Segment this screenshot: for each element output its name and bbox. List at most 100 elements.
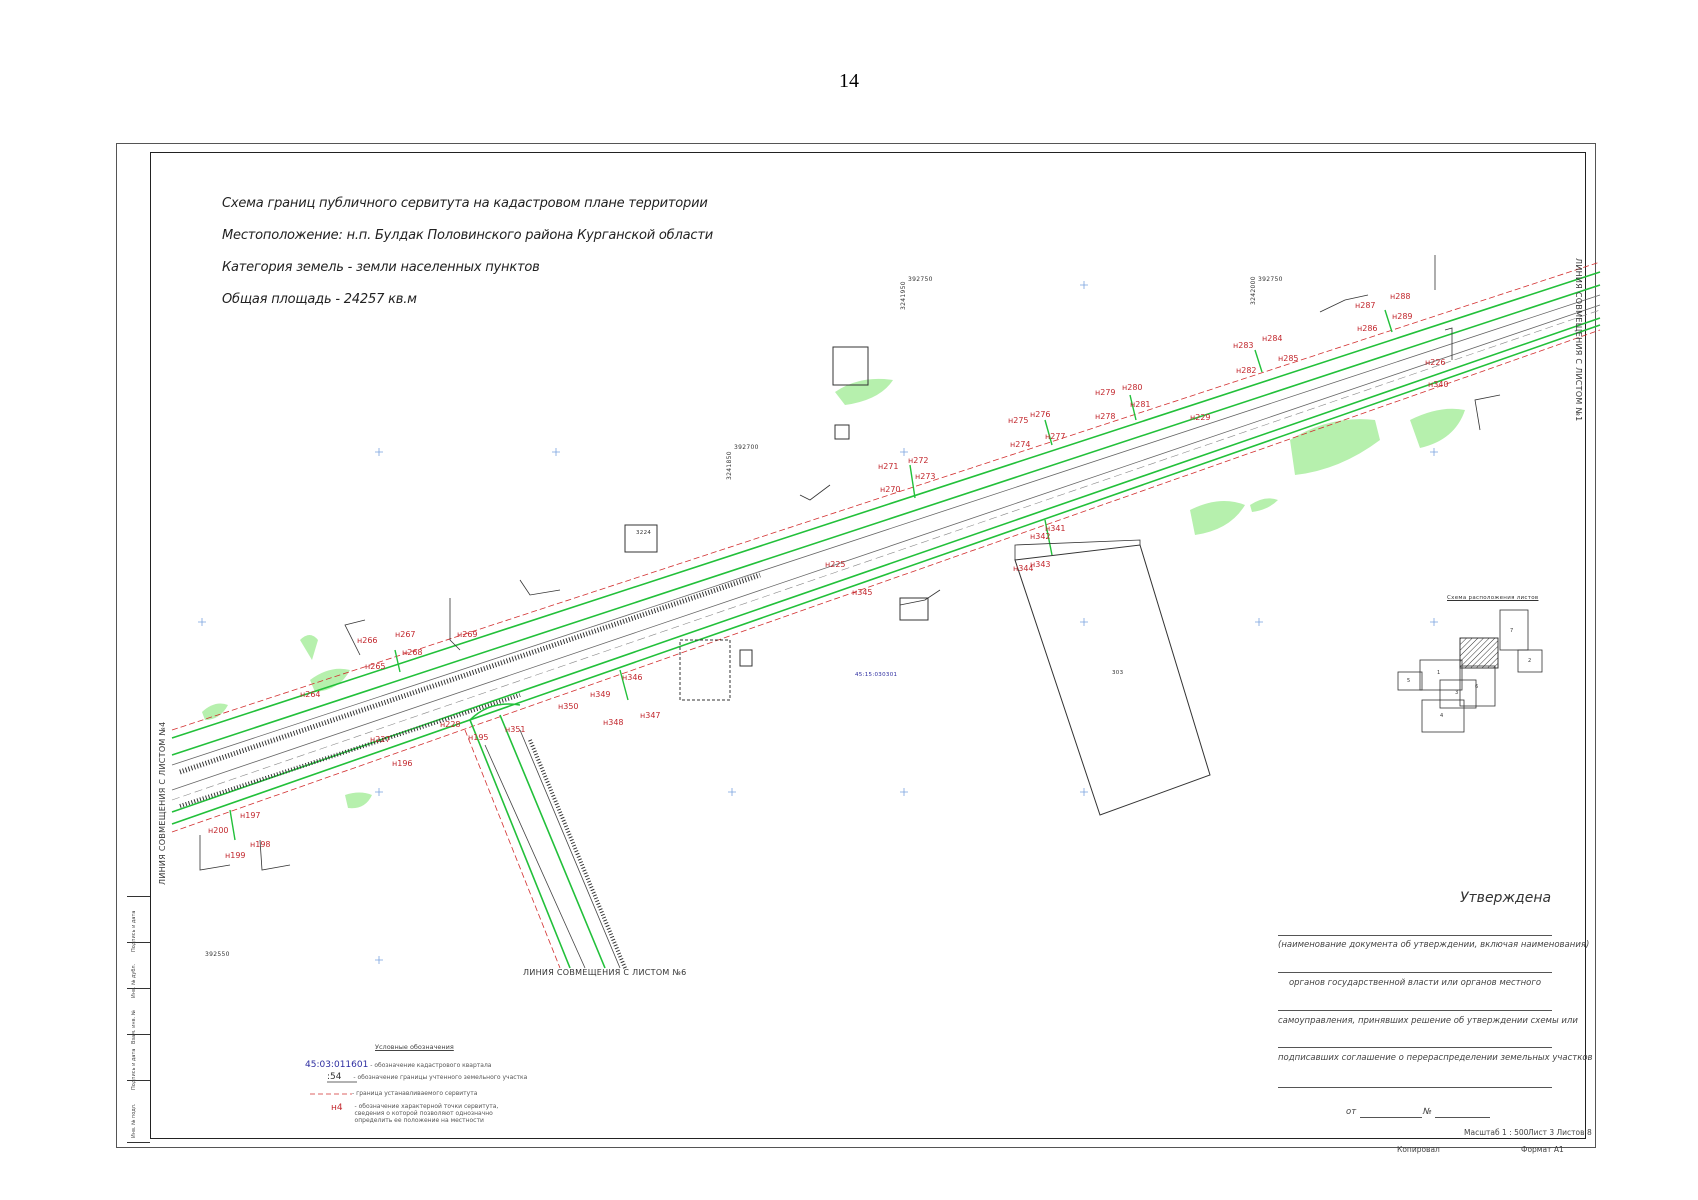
map-land-category: Категория земель - земли населенных пунк…	[222, 260, 540, 275]
servitude-point-label: н225	[825, 560, 846, 569]
legend-item: :54 - обозначение границы учтенного земе…	[305, 1072, 527, 1082]
servitude-point-label: н343	[1030, 560, 1051, 569]
servitude-point-label: н264	[300, 690, 321, 699]
servitude-point-label: н284	[1262, 334, 1283, 343]
servitude-point-label: н342	[1030, 532, 1051, 541]
servitude-point-label: н282	[1236, 366, 1257, 375]
sheet-outer-frame	[116, 143, 1596, 1148]
approval-line	[1278, 935, 1552, 936]
legend-text: - обозначение границы учтенного земельно…	[353, 1074, 528, 1081]
servitude-point-label: н280	[1122, 383, 1143, 392]
legend-symbol: 45:03:011601	[305, 1060, 369, 1070]
sheet-inner-frame	[150, 152, 1586, 1139]
buildings	[624, 346, 929, 701]
minimap-sheet: 6	[1475, 684, 1479, 690]
servitude-point-label: н276	[1030, 410, 1051, 419]
stamp-label: Подпись и дата	[131, 1048, 137, 1090]
grid-label: 392550	[205, 951, 230, 958]
match-line-sheet-1: ЛИНИЯ СОВМЕЩЕНИЯ С ЛИСТОМ №1	[1574, 258, 1583, 422]
servitude-point-label: н285	[1278, 354, 1299, 363]
minimap-sheet: 4	[1440, 713, 1444, 719]
legend-item: - граница устанавливаемого сервитута	[352, 1090, 477, 1097]
parcel-303-outline	[1014, 544, 1211, 816]
approval-line	[1278, 1010, 1552, 1011]
servitude-point-label: н274	[1010, 440, 1031, 449]
servitude-point-label: н199	[225, 851, 246, 860]
minimap-title: Схема расположения листов	[1447, 595, 1539, 601]
branch-road	[464, 703, 627, 969]
servitude-point-label: н345	[852, 588, 873, 597]
servitude-point-label: н348	[603, 718, 624, 727]
servitude-point-label: н278	[1095, 412, 1116, 421]
legend-symbol: :54	[327, 1072, 342, 1082]
approval-line	[1278, 1047, 1552, 1048]
map-title: Схема границ публичного сервитута на кад…	[222, 196, 708, 211]
minimap-sheet: 2	[1528, 658, 1532, 664]
stamp-strip	[127, 896, 150, 1143]
servitude-point-label: н271	[878, 462, 899, 471]
fences	[199, 255, 1501, 871]
parcel-label: 3224	[636, 530, 652, 536]
legend-symbols	[310, 1081, 357, 1095]
legend-symbol: н4	[331, 1103, 343, 1113]
legend-item: 45:03:011601 - обозначение кадастрового …	[305, 1060, 491, 1070]
parcel-label: 45:15:030301	[855, 672, 898, 678]
legend-title: Условные обозначения	[375, 1043, 454, 1051]
map-location: Местоположение: н.п. Булдак Половинского…	[222, 228, 713, 243]
servitude-point-label: н349	[590, 690, 611, 699]
grid-crosses	[198, 281, 1438, 964]
servitude-point-label: н344	[1013, 564, 1034, 573]
servitude-point-label: н270	[880, 485, 901, 494]
approval-line	[1278, 1087, 1552, 1088]
servitude-point-label: н341	[1045, 524, 1066, 533]
stamp-label: Взам. инв. №	[131, 1010, 137, 1044]
approval-caption: органов государственной власти или орган…	[1288, 978, 1542, 988]
servitude-point-label: н347	[640, 711, 661, 720]
minimap-sheet: 1	[1437, 670, 1441, 676]
grid-label: 3241950	[900, 281, 907, 310]
approval-number-label: №	[1423, 1107, 1432, 1117]
stamp-label: Инв. № подл.	[131, 1103, 137, 1139]
servitude-point-label: н265	[365, 662, 386, 671]
minimap-sheet: 5	[1407, 678, 1411, 684]
road-corridor	[171, 261, 1601, 833]
minimap-sheet: 3	[1455, 690, 1459, 696]
servitude-point-label: н281	[1130, 400, 1151, 409]
servitude-point-label: н266	[357, 636, 378, 645]
servitude-point-label: н277	[1045, 432, 1066, 441]
servitude-point-label: н268	[402, 648, 423, 657]
map-scale: Масштаб 1 : 500	[1464, 1128, 1529, 1137]
servitude-point-label: н279	[1095, 388, 1116, 397]
servitude-point-label: н351	[505, 725, 526, 734]
servitude-point-label: н228	[440, 720, 461, 729]
servitude-point-label: н229	[1190, 413, 1211, 422]
servitude-point-label: н200	[208, 826, 229, 835]
page-number: 14	[839, 70, 859, 92]
servitude-point-label: н226	[1425, 358, 1446, 367]
legend-item: н4 - обозначение характерной точки серви…	[305, 1103, 525, 1124]
sheet-layout-minimap	[1397, 609, 1543, 733]
legend-text: - обозначение характерной точки сервитут…	[354, 1103, 499, 1124]
grid-label: 3242000	[1250, 276, 1257, 305]
servitude-segments	[229, 309, 1393, 841]
approval-caption: самоуправления, принявших решение об утв…	[1278, 1016, 1578, 1026]
servitude-point-label: н267	[395, 630, 416, 639]
copied-by: Копировал	[1397, 1145, 1440, 1154]
approval-caption: (наименование документа об утверждении, …	[1278, 940, 1590, 950]
map-total-area: Общая площадь - 24257 кв.м	[222, 292, 417, 307]
servitude-point-label: н287	[1355, 301, 1376, 310]
match-line-sheet-6: ЛИНИЯ СОВМЕЩЕНИЯ С ЛИСТОМ №6	[523, 968, 687, 977]
approval-title: Утверждена	[1460, 890, 1552, 906]
approval-date-line	[1360, 1117, 1422, 1118]
approval-caption: подписавших соглашение о перераспределен…	[1278, 1053, 1593, 1063]
stamp-label: Подпись и дата	[131, 910, 137, 952]
servitude-point-label: н227	[370, 735, 391, 744]
servitude-point-label: н275	[1008, 416, 1029, 425]
stamp-label: Инв. № дубл.	[131, 963, 137, 998]
servitude-point-label: н197	[240, 811, 261, 820]
servitude-point-label: н286	[1357, 324, 1378, 333]
grid-label: 392750	[1258, 276, 1283, 283]
approval-number-line	[1435, 1117, 1490, 1118]
servitude-point-label: н350	[558, 702, 579, 711]
